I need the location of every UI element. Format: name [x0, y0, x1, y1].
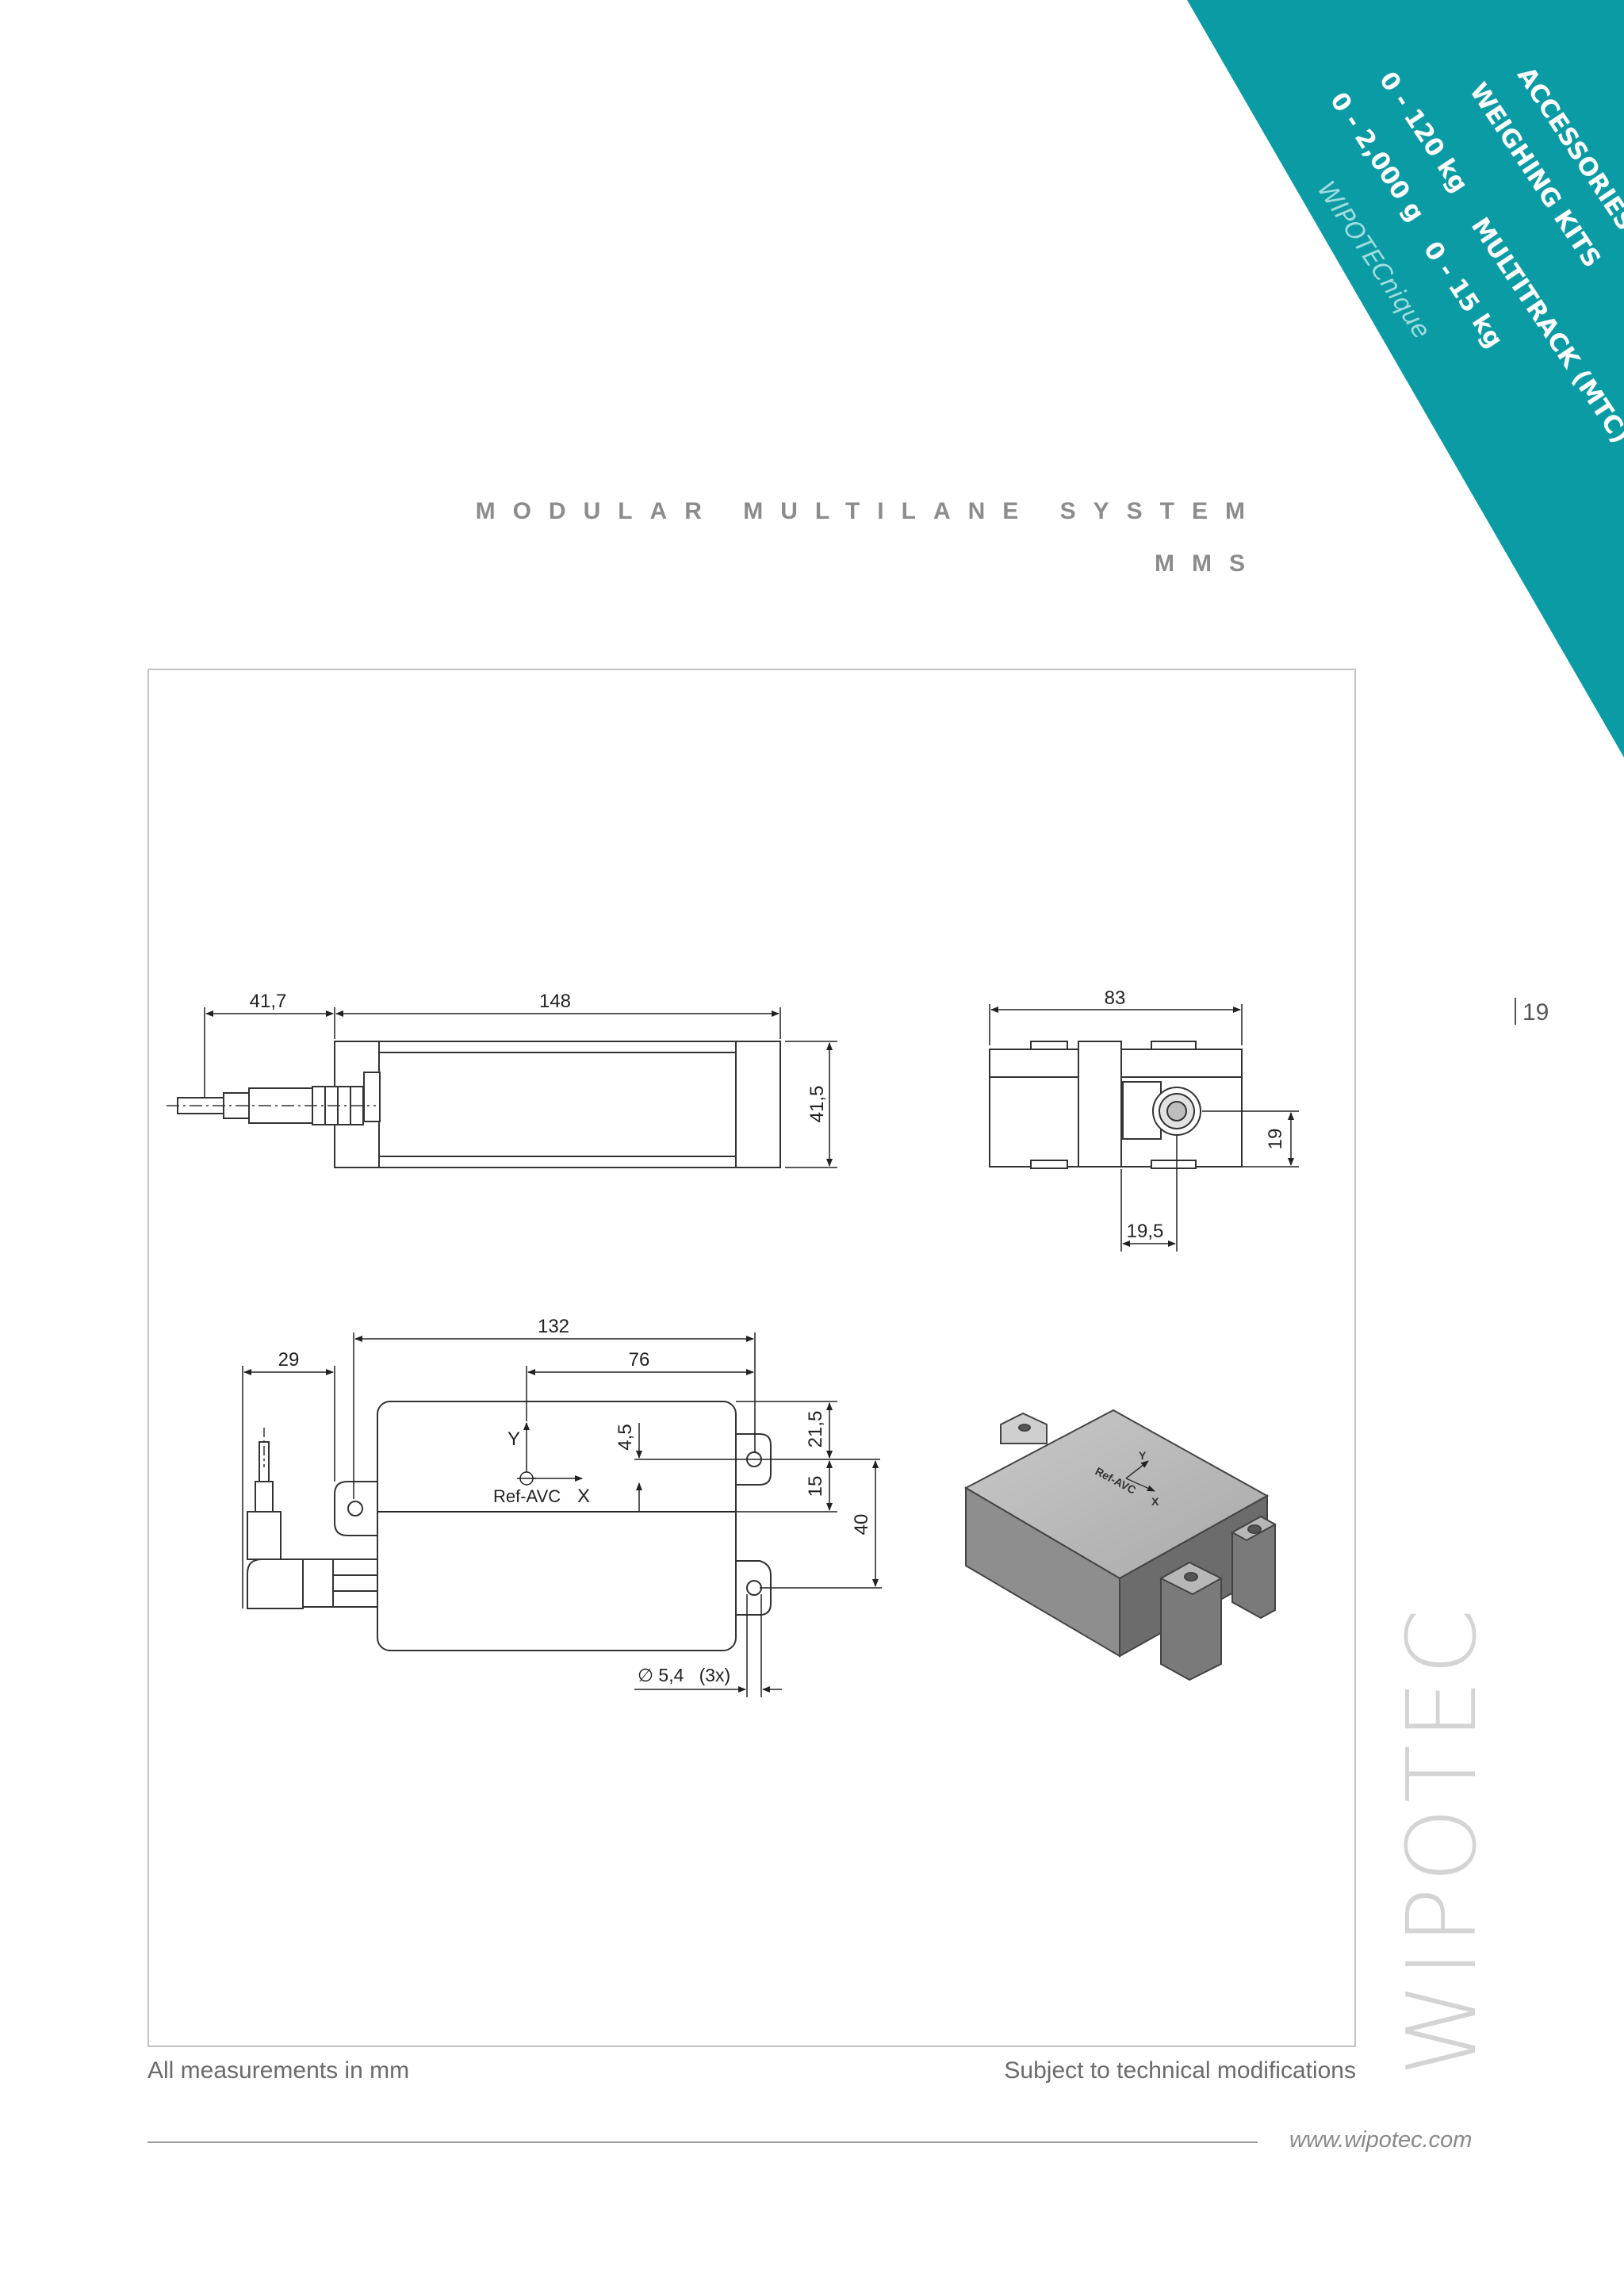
iso-reference — [1125, 1460, 1155, 1492]
brand-wordmark-wrap: WIPOTEC — [1388, 1604, 1498, 2076]
dim-end-connector-height: 19 — [1265, 1129, 1286, 1150]
top-dimensions — [242, 1332, 882, 1697]
iso-axis-x: X — [1151, 1495, 1159, 1508]
end-view — [989, 1041, 1243, 1169]
technical-drawing: 41,7 148 41,5 83 19 19,5 — [167, 987, 1299, 1697]
top-plug-nut — [332, 1559, 378, 1608]
side-body — [334, 1041, 781, 1168]
dim-end-width: 83 — [1105, 987, 1126, 1009]
dim-top-hole-mid: 15 — [805, 1476, 826, 1497]
side-dimensions — [204, 1007, 837, 1168]
iso-axis-y: Y — [1139, 1449, 1147, 1462]
note-modifications: Subject to technical modifications — [1004, 2057, 1356, 2084]
note-measurements: All measurements in mm — [147, 2057, 410, 2084]
dim-top-hole-span: 40 — [851, 1514, 872, 1536]
footer-divider — [147, 2141, 1258, 2143]
top-axis-y: Y — [508, 1428, 520, 1450]
drawing-frame — [147, 669, 1356, 2047]
dim-top-plug: 29 — [278, 1349, 300, 1371]
page-heading: MODULAR MULTILANE SYSTEM — [475, 498, 1262, 524]
side-end-right — [735, 1041, 781, 1168]
dim-top-ref-y: 4,5 — [615, 1424, 636, 1450]
top-plug-elbow — [247, 1559, 304, 1609]
website-link[interactable]: www.wipotec.com — [1289, 2127, 1473, 2153]
side-view — [167, 1041, 781, 1168]
top-axis-x: X — [577, 1486, 590, 1507]
page-number-value: 19 — [1522, 999, 1549, 1026]
dim-side-height: 41,5 — [806, 1086, 828, 1123]
brand-wordmark: WIPOTEC — [1388, 1604, 1498, 2076]
page-number-divider — [1515, 998, 1516, 1025]
top-ref-label: Ref-AVC — [493, 1486, 561, 1506]
top-body — [377, 1401, 737, 1651]
dim-top-ref-x: 76 — [629, 1349, 650, 1371]
corner-band — [1187, 0, 1624, 757]
page-subheading: MMS — [1155, 550, 1262, 577]
dim-top-hole-top: 21,5 — [805, 1411, 826, 1448]
top-view — [247, 1401, 772, 1651]
dim-side-length: 148 — [539, 991, 571, 1012]
dim-top-hole-note: ∅ 5,4 (3x) — [638, 1665, 730, 1685]
dim-top-length: 132 — [538, 1316, 569, 1337]
dim-side-plug: 41,7 — [250, 991, 287, 1012]
corner-band-shape — [1187, 0, 1624, 757]
top-reference — [517, 1422, 583, 1486]
page-number: 19 — [1515, 998, 1549, 1026]
iso-view — [963, 1409, 1277, 1681]
end-dimensions — [989, 1004, 1299, 1252]
dim-end-connector-offset: 19,5 — [1127, 1221, 1164, 1242]
